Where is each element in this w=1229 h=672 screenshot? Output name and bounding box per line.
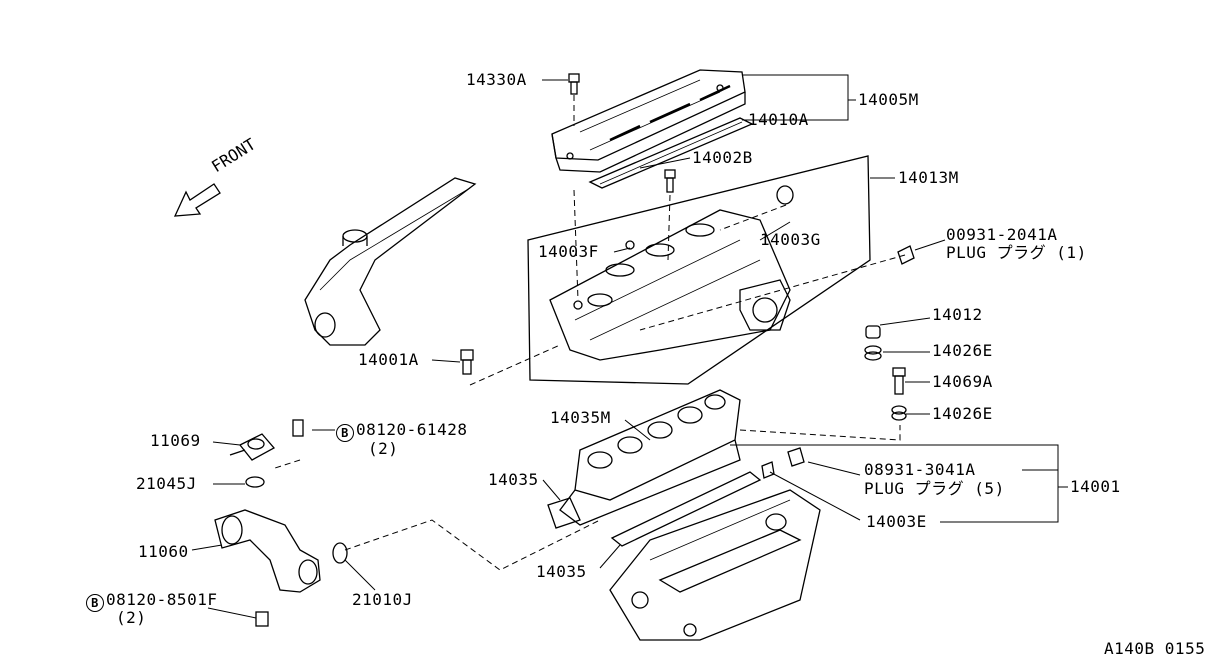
water-outlet-part	[229, 433, 276, 461]
intake-collector-part	[549, 209, 791, 361]
bolt-14330A-part	[568, 73, 580, 95]
callout-14035M: 14035M	[550, 408, 611, 427]
collector-box-outline	[527, 155, 871, 385]
rocker-cover-part	[304, 177, 477, 346]
leader-lines	[191, 74, 1068, 619]
bolt-marker-icon: B	[86, 594, 104, 612]
stud-14001A-part	[460, 349, 474, 375]
callout-08120-8501F-qty: (2)	[116, 608, 147, 627]
callout-14013M: 14013M	[898, 168, 959, 187]
callout-21010J: 21010J	[352, 590, 413, 609]
callout-11069: 11069	[150, 431, 201, 450]
plug-00931-part	[897, 245, 915, 265]
callout-00931-desc: PLUG プラグ (1)	[946, 243, 1087, 262]
callout-14330A: 14330A	[466, 70, 527, 89]
collector-gasket-part	[588, 117, 754, 189]
manifold-gasket-part	[610, 471, 762, 547]
callout-08931-3041A: 08931-3041A	[864, 460, 976, 479]
cylinder-head-part	[609, 489, 821, 641]
bolt-08120-61428-part	[292, 419, 304, 437]
callout-08120-8501F-number: 08120-8501F	[106, 590, 218, 609]
callout-21045J: 21045J	[136, 474, 197, 493]
callout-14005M: 14005M	[858, 90, 919, 109]
callout-14001: 14001	[1070, 477, 1121, 496]
callout-14035-lower: 14035	[536, 562, 587, 581]
callout-14026E-upper: 14026E	[932, 341, 993, 360]
callout-14012: 14012	[932, 305, 983, 324]
plug-08931-part	[787, 447, 805, 467]
diagram-code: A140B 0155	[1104, 639, 1206, 658]
gasket-21010J-part	[332, 542, 348, 564]
plug-14003E-part	[761, 461, 775, 479]
callout-14002B: 14002B	[692, 148, 753, 167]
callout-08120-61428-qty: (2)	[368, 439, 399, 458]
callout-08120-61428-number: 08120-61428	[356, 420, 468, 439]
callout-08931-desc: PLUG プラグ (5)	[864, 479, 1005, 498]
assembly-guide-lines	[274, 95, 906, 571]
water-inlet-part	[214, 509, 321, 593]
callout-14003E: 14003E	[866, 512, 927, 531]
bolt-marker-icon: B	[336, 424, 354, 442]
gasket-21045J-part	[245, 476, 265, 488]
intake-manifold-part	[547, 389, 741, 529]
callout-11060: 11060	[138, 542, 189, 561]
callout-14026E-lower: 14026E	[932, 404, 993, 423]
callout-14003F: 14003F	[538, 242, 599, 261]
callout-14069A: 14069A	[932, 372, 993, 391]
callout-14035-upper: 14035	[488, 470, 539, 489]
bolt-08120-8501F-part	[255, 611, 269, 627]
front-arrow-icon	[173, 183, 221, 217]
callout-14003G: 14003G	[760, 230, 821, 249]
callout-00931-2041A: 00931-2041A	[946, 225, 1058, 244]
callout-14010A: 14010A	[748, 110, 809, 129]
collector-cover-part	[551, 69, 746, 173]
cap-14003G-part	[776, 185, 794, 205]
small-hardware-stack	[864, 325, 907, 421]
callout-14001A: 14001A	[358, 350, 419, 369]
stud-part	[664, 169, 676, 193]
